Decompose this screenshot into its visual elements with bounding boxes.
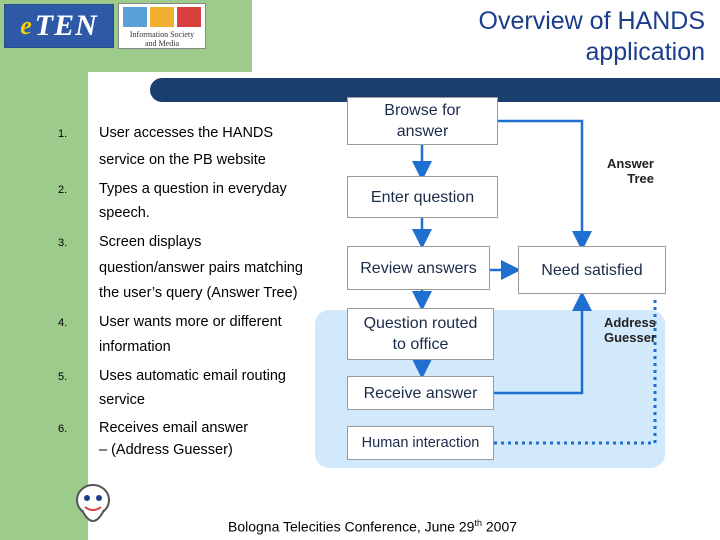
step-line: speech. [99,205,150,221]
step-line: Uses automatic email routing [99,368,286,384]
eten-logo-text: TEN [34,9,98,42]
step-line: question/answer pairs matching [99,260,303,276]
mascot-icon [76,484,110,522]
footer-caption: Bologna Telecities Conference, June 29th… [228,518,518,535]
information-society-logo: Information Society and Media [118,3,206,49]
page-title: Overview of HANDS application [478,7,705,66]
step-line: Screen displays [99,234,202,250]
step-line: the user’s query (Answer Tree) [99,285,298,301]
e-mark-icon: e [20,11,33,40]
step-line: Types a question in everyday [99,181,287,197]
globe-icon [123,7,147,27]
step-number: 2. [58,184,68,196]
eten-logo: e TEN [4,4,114,48]
content-corner [88,72,258,540]
is-logo-icons [123,7,201,29]
step-line: – (Address Guesser) [99,442,233,458]
receive-answer-box: Receive answer [347,376,494,410]
arrow-receive-to-need [494,291,592,395]
step-line: User accesses the HANDS [99,125,274,141]
answer-tree-label: Answer Tree [607,156,654,186]
need-satisfied-box: Need satisfied [518,246,666,294]
step-number: 1. [58,128,68,140]
address-guesser-label: Address Guesser [603,315,656,345]
step-number: 4. [58,317,68,329]
step-line: information [99,339,171,355]
step-line: Receives email answer [99,420,249,436]
wave-icon [177,7,201,27]
is-logo-caption: Information Society and Media [129,30,195,48]
step-line: User wants more or different [99,314,282,330]
human-interaction-box: Human interaction [347,426,494,460]
chart-icon [150,7,174,27]
step-number: 6. [58,423,68,435]
step-line: service [99,392,145,408]
browse-box: Browse for answer [347,97,498,145]
step-number: 3. [58,237,68,249]
question-routed-box: Question routed to office [347,308,494,360]
arrow-browse-to-need [498,119,592,251]
enter-question-box: Enter question [347,176,498,218]
step-line: service on the PB website [99,152,266,168]
left-green-band [0,72,88,540]
step-number: 5. [58,371,68,383]
review-answers-box: Review answers [347,246,490,290]
